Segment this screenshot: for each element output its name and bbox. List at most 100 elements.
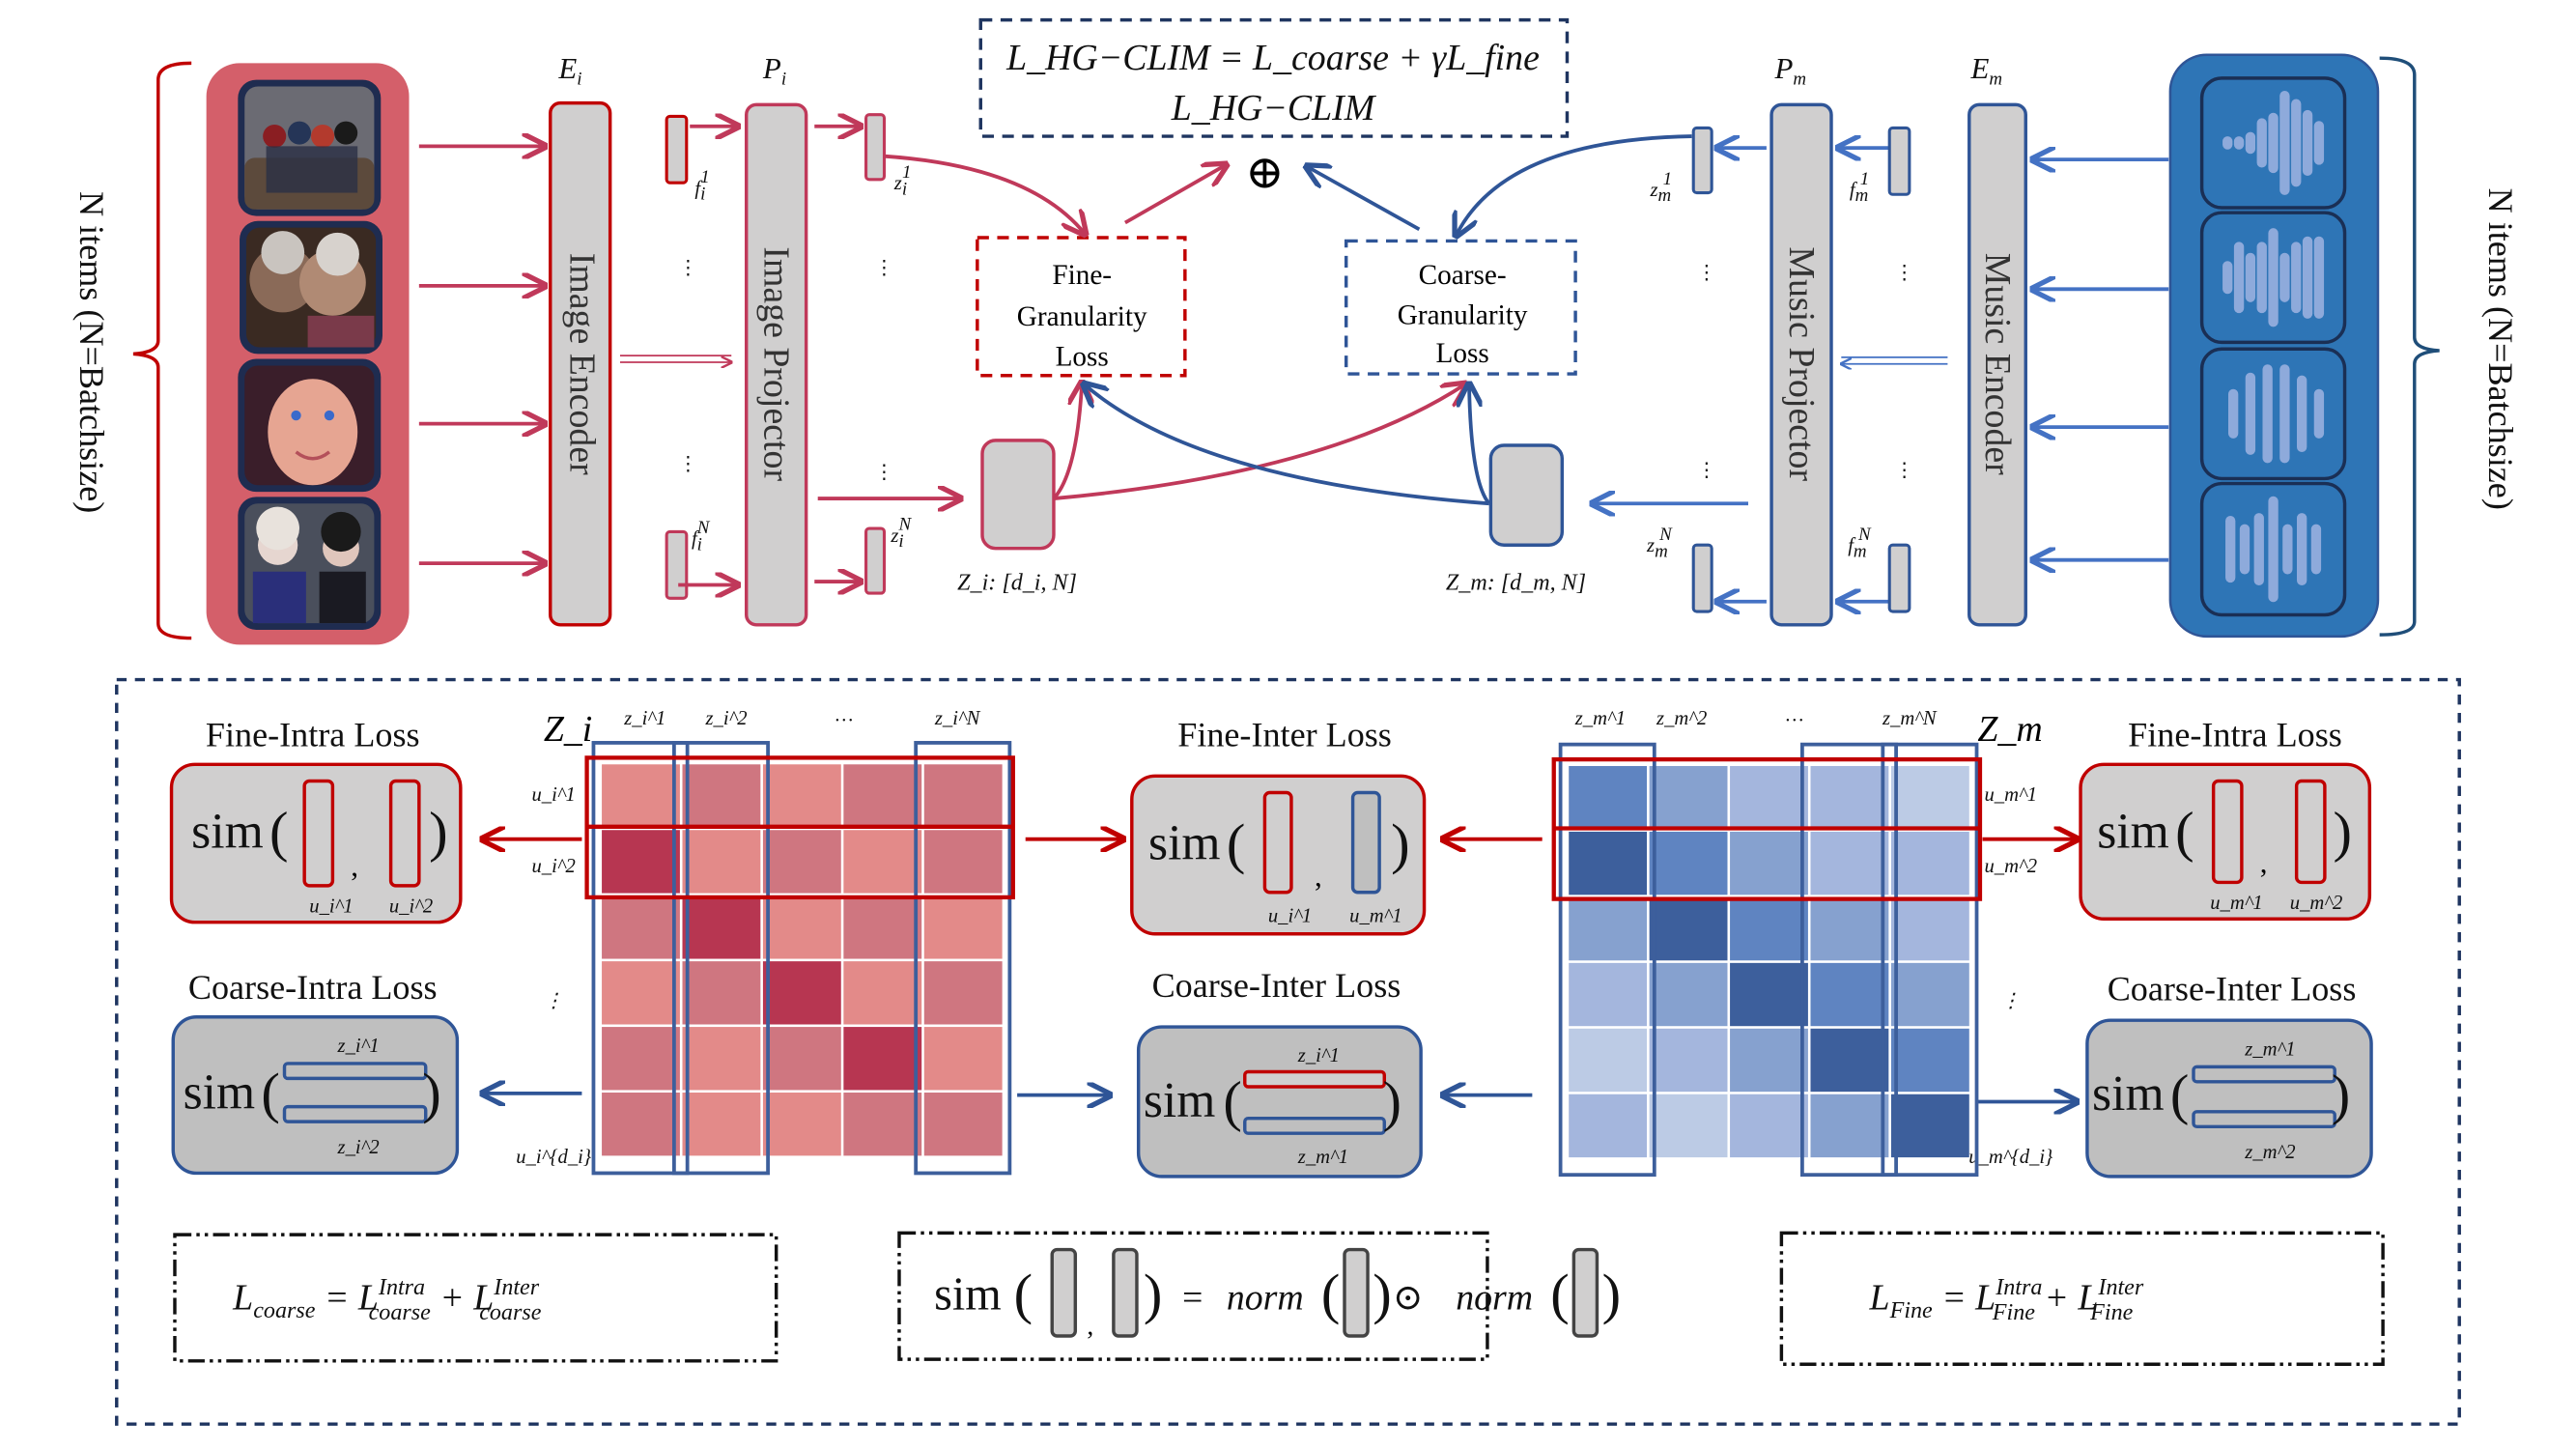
image-projector-label: Image Projector [756,246,797,481]
matrix-cell [1730,962,1808,1027]
matrix-cell [682,830,761,894]
music-thumbnail-4[interactable] [2199,481,2347,617]
image-feature-fN [665,529,689,600]
waveform-bar [2313,121,2325,165]
column-highlight-frame [1800,742,1898,1178]
left-fine-intra-box[interactable]: sim ( , ) u_i^1 u_i^2 [169,762,463,924]
image-encoder-block[interactable] [549,100,612,627]
waveform-bar [2256,242,2267,314]
waveform-bar [2245,372,2256,455]
image-thumbnail-1[interactable] [238,79,382,216]
image-thumbnail-3[interactable] [238,358,382,493]
image-feature-fN-label: fiN [692,518,711,554]
arg1-label: z_m^1 [2244,1038,2295,1060]
music-embed-ellipsis-1: ⋮ [1697,263,1717,284]
waveform-bar [2239,524,2250,575]
close-paren: ) [1373,1263,1391,1325]
matrix-cell [923,961,1003,1025]
fine-loss-line-2: Granularity [1017,301,1147,332]
image-thumbnail-2[interactable] [240,220,382,355]
matrix-cell [682,764,761,828]
music-encoder-label: Music Encoder [1977,253,2018,475]
matrix-cell [1649,1028,1728,1093]
sim-label: sim [1144,1073,1216,1128]
sim-label: sim [191,804,264,859]
matrix-cell [1890,962,1969,1027]
matrix-cell [1730,896,1808,961]
image-encoder-symbol: Ei [557,51,581,90]
matrix-cell [1649,1094,1728,1158]
music-thumbnail-1[interactable] [2199,76,2347,210]
coarse-granularity-loss-box[interactable] [1344,239,1577,376]
matrix-cell [762,895,841,959]
matrix-cell [923,764,1003,828]
matrix-axis-label: z_m^2 [1656,708,1707,729]
left-batch-label: N items (N=Batchsize) [72,191,111,513]
center-fine-inter-box[interactable]: sim ( , ) u_i^1 u_m^1 [1130,774,1427,936]
equals: = [1180,1278,1205,1319]
sim-label: sim [2092,1066,2165,1122]
waveform-bar [2291,99,2302,187]
close-paren: ) [2333,801,2351,864]
matrix-cell [1810,896,1889,961]
music-thumbnail-3[interactable] [2199,347,2347,481]
matrix-axis-label: ⋮ [544,990,564,1011]
open-paren: ( [1550,1263,1569,1325]
arg1-label: u_i^1 [1268,906,1312,927]
matrix-axis-label: z_i^2 [705,708,748,729]
music-matrix-name: Z_m [1977,709,2042,750]
matrix-cell [1890,896,1969,961]
music-embed-z1-label: zm1 [1650,169,1673,206]
open-paren: ( [2175,801,2194,864]
right-coarse-inter-box[interactable]: sim ( ) z_m^1 z_m^2 [2085,1018,2373,1179]
music-embedding-matrix-block[interactable] [1488,443,1565,547]
close-paren: ) [429,801,447,864]
sim-label: sim [2097,804,2169,859]
waveform-bar [2296,375,2307,453]
waveform-bar [2291,242,2302,314]
matrix-cell [682,895,761,959]
image-embedding-matrix-block[interactable] [980,439,1056,551]
open-paren: ( [261,1062,279,1124]
image-thumbnail-4[interactable] [238,497,382,630]
center-coarse-inter-box[interactable]: sim ( ) z_i^1 z_m^1 [1136,1025,1423,1179]
feature-to-projector-arrows [619,127,738,585]
left-fine-intra-title: Fine-Intra Loss [206,715,420,753]
image-feature-f1 [665,114,689,185]
image-embed-ellipsis-2: ⋮ [874,462,894,483]
matrix-cell [923,895,1003,959]
arg2-label: u_i^2 [389,895,433,917]
music-encoder-block[interactable] [1967,102,2027,627]
matrix-cell [1569,1094,1648,1158]
matrix-cell [1890,831,1969,895]
right-fine-intra-box[interactable]: sim ( , ) u_m^1 u_m^2 [2079,762,2372,921]
waveform-bar [2227,388,2239,439]
matrix-cell [602,1093,680,1156]
similarity-definition-box: sim ( , ) = norm ( ) ⊙ norm ( ) [897,1231,1621,1361]
matrix-cell [1810,1028,1889,1093]
music-projector-block[interactable] [1769,102,1833,627]
matrix-cell [762,764,841,828]
music-thumbnail-2[interactable] [2199,211,2347,345]
matrix-cell [1890,766,1969,830]
center-coarse-inter-title: Coarse-Inter Loss [1152,966,1401,1005]
matrix-axis-label: … [835,705,853,726]
matrix-cell [1730,1094,1808,1158]
waveform-bar [2245,252,2256,302]
open-paren: ( [1223,1069,1241,1132]
matrix-cell [1569,962,1648,1027]
comma: , [351,849,358,883]
image-matrix-name: Z_i [544,709,592,750]
image-projector-block[interactable] [745,102,808,627]
waveform-bar [2245,131,2256,155]
music-batch-panel [2168,53,2380,639]
matrix-cell [602,895,680,959]
open-paren: ( [2170,1064,2189,1126]
comma: , [1315,859,1322,893]
left-coarse-intra-box[interactable]: sim ( ) z_i^1 z_i^2 [171,1015,460,1176]
matrix-axis-label: u_m^1 [1985,784,2038,806]
matrix-cell [923,1093,1003,1156]
